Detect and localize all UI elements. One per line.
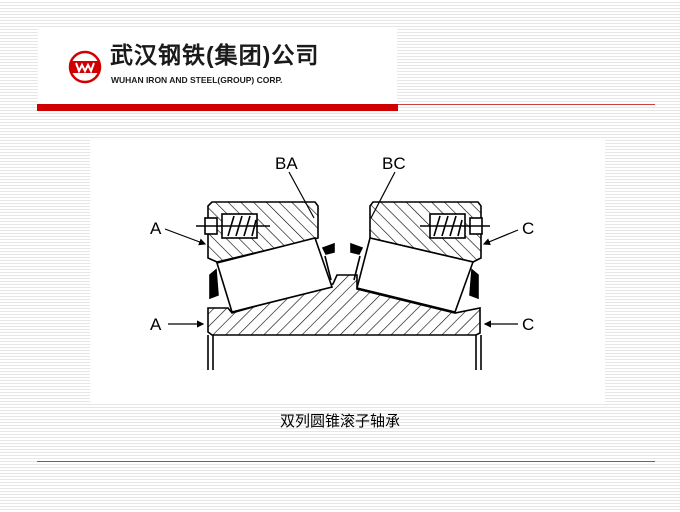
label-a-bottom: A (150, 315, 162, 334)
footer-divider (37, 461, 655, 462)
left-roller (215, 237, 334, 313)
bearing-cross-section: BA BC A A C C (150, 154, 534, 370)
diagram-caption: 双列圆锥滚子轴承 (279, 413, 400, 430)
label-ba: BA (275, 154, 298, 173)
right-roller (356, 237, 475, 313)
header-red-bar (37, 104, 398, 111)
company-name-cn: 武汉钢铁(集团)公司 (110, 42, 320, 68)
company-logo-icon (68, 50, 102, 84)
label-a-top: A (150, 219, 162, 238)
label-c-bottom: C (522, 315, 534, 334)
label-c-top: C (522, 219, 534, 238)
company-name-en: WUHAN IRON AND STEEL(GROUP) CORP. (111, 75, 283, 85)
label-bc: BC (382, 154, 406, 173)
bearing-diagram: BA BC A A C C (90, 140, 605, 402)
logo-header: 武汉钢铁(集团)公司 WUHAN IRON AND STEEL(GROUP) C… (38, 28, 397, 102)
